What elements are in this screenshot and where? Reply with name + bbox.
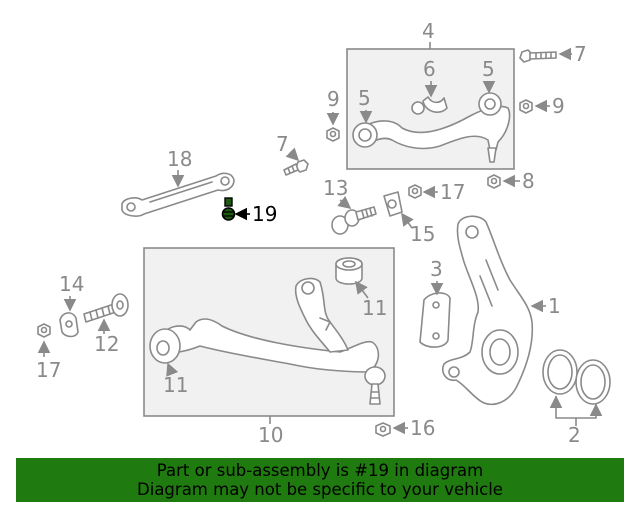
callout-14[interactable]: 14 bbox=[59, 272, 84, 296]
bolt-7-top[interactable] bbox=[519, 49, 557, 63]
callout-16[interactable]: 16 bbox=[410, 416, 435, 440]
bushing-11-bottom[interactable] bbox=[149, 328, 181, 364]
callout-17-left[interactable]: 17 bbox=[36, 358, 61, 382]
callout-9-left[interactable]: 9 bbox=[327, 87, 340, 111]
callout-15[interactable]: 15 bbox=[410, 222, 435, 246]
cam-bolt-13[interactable] bbox=[331, 206, 377, 235]
callout-12[interactable]: 12 bbox=[94, 332, 119, 356]
nut-9-left[interactable] bbox=[326, 127, 340, 142]
nut-16[interactable] bbox=[375, 422, 391, 437]
callout-5-left[interactable]: 5 bbox=[358, 86, 371, 110]
callout-7-top[interactable]: 7 bbox=[574, 42, 587, 66]
bushing-cap-6[interactable] bbox=[422, 96, 448, 113]
callout-17-right[interactable]: 17 bbox=[440, 180, 465, 204]
seal-rings-2[interactable] bbox=[542, 349, 611, 405]
callout-11-bottom[interactable]: 11 bbox=[163, 373, 188, 397]
nut-17-left[interactable] bbox=[37, 323, 51, 338]
callout-2[interactable]: 2 bbox=[568, 423, 581, 447]
callout-4[interactable]: 4 bbox=[422, 19, 435, 43]
notice-line-2: Diagram may not be specific to your vehi… bbox=[137, 480, 503, 499]
callout-18[interactable]: 18 bbox=[167, 147, 192, 171]
callout-7-middle[interactable]: 7 bbox=[276, 132, 289, 156]
steering-knuckle-1[interactable] bbox=[441, 215, 534, 406]
nut-8[interactable] bbox=[487, 174, 501, 189]
callout-8[interactable]: 8 bbox=[522, 169, 535, 193]
callout-11-top[interactable]: 11 bbox=[362, 296, 387, 320]
callout-1[interactable]: 1 bbox=[548, 294, 561, 318]
cam-washer-15[interactable] bbox=[383, 191, 403, 217]
bolt-7-middle[interactable] bbox=[283, 159, 309, 176]
callout-19[interactable]: 19 bbox=[252, 202, 277, 226]
callout-5-right[interactable]: 5 bbox=[482, 57, 495, 81]
callout-3[interactable]: 3 bbox=[430, 257, 443, 281]
splash-shield-3[interactable] bbox=[419, 292, 451, 348]
bushing-11-top[interactable] bbox=[335, 257, 363, 285]
part-notice-banner: Part or sub-assembly is #19 in diagram D… bbox=[16, 458, 624, 502]
cam-bolt-12[interactable] bbox=[83, 293, 129, 323]
nut-9-right[interactable] bbox=[519, 99, 533, 114]
notice-line-1: Part or sub-assembly is #19 in diagram bbox=[156, 461, 484, 480]
stabilizer-link-18[interactable] bbox=[121, 172, 235, 217]
cam-washer-14[interactable] bbox=[59, 312, 79, 338]
parts-diagram: 4 5 6 5 7 9 9 7 bbox=[36, 19, 611, 447]
callout-6[interactable]: 6 bbox=[423, 57, 436, 81]
callout-9-right[interactable]: 9 bbox=[552, 94, 565, 118]
callout-10[interactable]: 10 bbox=[258, 423, 283, 447]
bolt-19-highlighted[interactable] bbox=[221, 197, 236, 221]
nut-17-right[interactable] bbox=[408, 184, 422, 199]
callout-13[interactable]: 13 bbox=[323, 176, 348, 200]
ball-joint[interactable] bbox=[364, 366, 386, 405]
